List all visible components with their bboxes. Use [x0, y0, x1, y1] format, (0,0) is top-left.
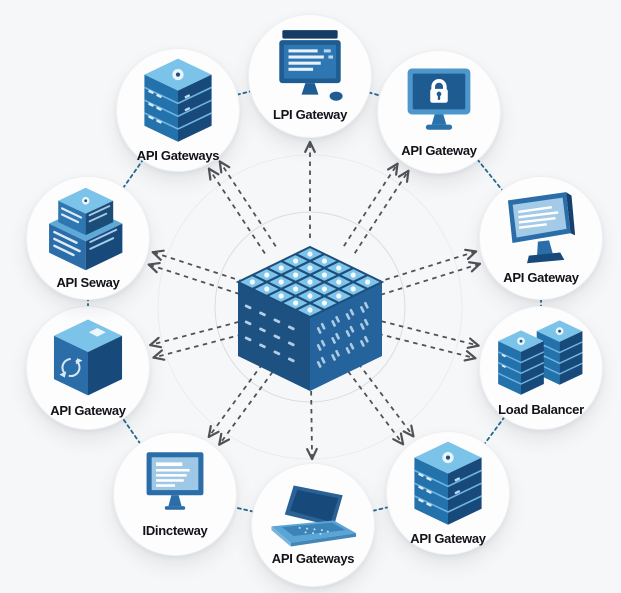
node-top-left: API Gateways: [116, 48, 240, 172]
node-label: API Gateways: [136, 148, 220, 163]
node-bottom-center: API Gateways: [251, 463, 375, 587]
node-left-lower: API Gateway: [26, 306, 150, 430]
node-label: API Seway: [56, 275, 120, 290]
desktop-monitor-with-mouse-icon: [279, 30, 343, 101]
laptop-icon: [271, 485, 357, 547]
desktop-monitor-icon: [146, 452, 204, 510]
node-label: IDincteway: [142, 523, 208, 538]
node-label: Load Balancer: [498, 402, 584, 417]
node-bottom-right: API Gateway: [386, 431, 510, 555]
node-top-center: LPI Gateway: [248, 14, 372, 138]
isometric-grid-cube-icon: [235, 245, 385, 391]
node-right-upper: API Gateway: [479, 176, 603, 300]
node-label: API Gateway: [50, 403, 126, 418]
node-left-upper: API Seway: [26, 176, 150, 300]
cube-with-sync-icon: [53, 319, 123, 396]
node-label: API Gateway: [503, 269, 579, 285]
node-label: API Gateway: [401, 142, 477, 158]
node-label: API Gateways: [271, 551, 355, 566]
dual-server-towers-icon: [497, 320, 583, 395]
node-label: API Gateway: [410, 531, 486, 546]
angled-monitor-icon: [507, 191, 576, 263]
node-bottom-left: IDincteway: [113, 432, 237, 556]
stacked-server-boxes-icon: [49, 187, 123, 271]
node-top-right: API Gateway: [377, 50, 501, 174]
server-tower-icon: [414, 441, 482, 525]
monitor-with-padlock-icon: [407, 67, 471, 130]
node-right-lower: Load Balancer: [479, 306, 603, 430]
node-label: LPI Gateway: [272, 107, 347, 122]
server-tower-icon: [144, 58, 212, 142]
